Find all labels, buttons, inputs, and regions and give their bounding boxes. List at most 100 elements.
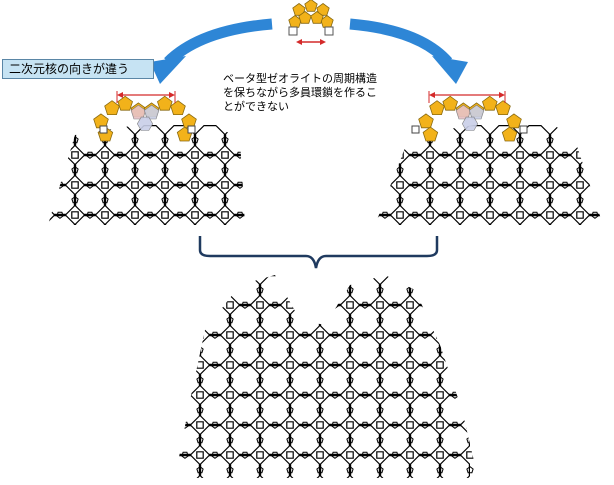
ring-cage <box>200 365 230 395</box>
pentagon-ring <box>381 151 389 159</box>
ring-cage <box>290 275 320 305</box>
ring-cage <box>175 425 200 455</box>
ring-cage <box>440 395 470 425</box>
small-ring <box>396 151 404 159</box>
overlap-ring <box>468 104 485 120</box>
small-ring <box>131 211 139 219</box>
small-ring <box>546 151 554 159</box>
measure-head <box>117 92 123 98</box>
arrow-head <box>432 56 468 84</box>
pentagon-ring <box>176 181 184 189</box>
overlap-ring <box>136 116 154 131</box>
small-ring <box>426 151 434 159</box>
ring-cage <box>549 215 581 225</box>
pentagon-ring <box>181 361 189 369</box>
ring-cage <box>460 155 490 185</box>
ring-cage <box>440 365 470 395</box>
small-ring <box>547 242 553 248</box>
pentagon-ring <box>472 242 478 248</box>
ring-cage <box>519 185 551 215</box>
pentagon-ring <box>181 331 189 339</box>
ring-cage <box>350 305 380 335</box>
small-ring <box>406 451 414 459</box>
ring-cage <box>260 275 290 305</box>
small-ring <box>427 242 433 248</box>
small-ring <box>376 391 384 399</box>
ring-cage <box>440 305 470 335</box>
pentagon-unit <box>117 95 133 111</box>
measure-head <box>296 39 302 45</box>
small-ring <box>226 301 234 309</box>
pentagon-ring <box>331 391 339 399</box>
ring-cage <box>579 215 603 225</box>
small-ring <box>286 451 294 459</box>
top-nucleus <box>288 0 334 45</box>
note-line-2: を保ちながら多員環鎖を作るこ <box>223 86 377 99</box>
small-ring <box>436 301 444 309</box>
pentagon-ring <box>471 211 479 219</box>
pentagon-ring <box>487 227 493 233</box>
ring-cage <box>260 455 290 478</box>
ring-cage <box>350 425 380 455</box>
ring-cage <box>175 455 200 478</box>
pentagon-unit <box>429 100 445 115</box>
small-ring <box>607 152 613 158</box>
pentagon-ring <box>471 181 479 189</box>
small-ring <box>466 451 474 459</box>
ring-cage <box>375 124 400 155</box>
ring-cage <box>380 305 410 335</box>
pentagon-ring <box>361 391 369 399</box>
small-ring <box>191 151 199 159</box>
pentagon-ring <box>211 451 219 459</box>
pentagon-ring <box>271 421 279 429</box>
pentagon-ring <box>116 181 124 189</box>
pentagon-ring <box>427 227 433 233</box>
ring-cage <box>135 215 165 225</box>
overlap-ring <box>143 104 160 120</box>
small-ring <box>396 181 404 189</box>
small-ring <box>191 211 199 219</box>
small-ring <box>406 421 414 429</box>
pentagon-ring <box>441 181 449 189</box>
small-ring <box>376 361 384 369</box>
overlap-ring <box>461 116 479 131</box>
ring-cage <box>320 275 350 305</box>
ring-cage <box>350 395 380 425</box>
pentagon-ring <box>381 181 389 189</box>
pentagon-ring <box>442 242 448 248</box>
small-ring <box>131 181 139 189</box>
small-ring <box>486 151 494 159</box>
arrow-shaft <box>164 18 273 67</box>
ring-cage <box>410 425 440 455</box>
small-ring <box>346 361 354 369</box>
small-ring <box>376 421 384 429</box>
ring-cage <box>350 275 380 305</box>
small-ring <box>252 182 258 188</box>
right-nucleus <box>418 95 522 142</box>
overlap-ring <box>130 104 147 120</box>
small-ring <box>161 181 169 189</box>
left-measure-arrow <box>116 91 176 103</box>
ring-cage <box>440 335 470 365</box>
pentagon-ring <box>56 211 64 219</box>
pentagon-ring <box>331 361 339 369</box>
ring-cage <box>549 124 581 155</box>
pentagon-ring <box>206 151 214 159</box>
pentagon-ring <box>391 301 399 309</box>
ring-cage <box>48 185 76 215</box>
ring-cage <box>74 155 106 185</box>
ring-cage <box>200 275 230 305</box>
ring-cage <box>230 275 260 305</box>
ring-cage <box>380 395 410 425</box>
small-ring <box>466 301 474 309</box>
pentagon-ring <box>381 211 389 219</box>
small-ring <box>406 301 414 309</box>
pentagon-ring <box>361 331 369 339</box>
pentagon-ring <box>531 151 539 159</box>
pentagon-ring <box>466 376 474 384</box>
small-ring <box>286 361 294 369</box>
ring-cage <box>375 155 400 185</box>
arrow-head <box>150 56 186 84</box>
pentagon-ring <box>301 421 309 429</box>
